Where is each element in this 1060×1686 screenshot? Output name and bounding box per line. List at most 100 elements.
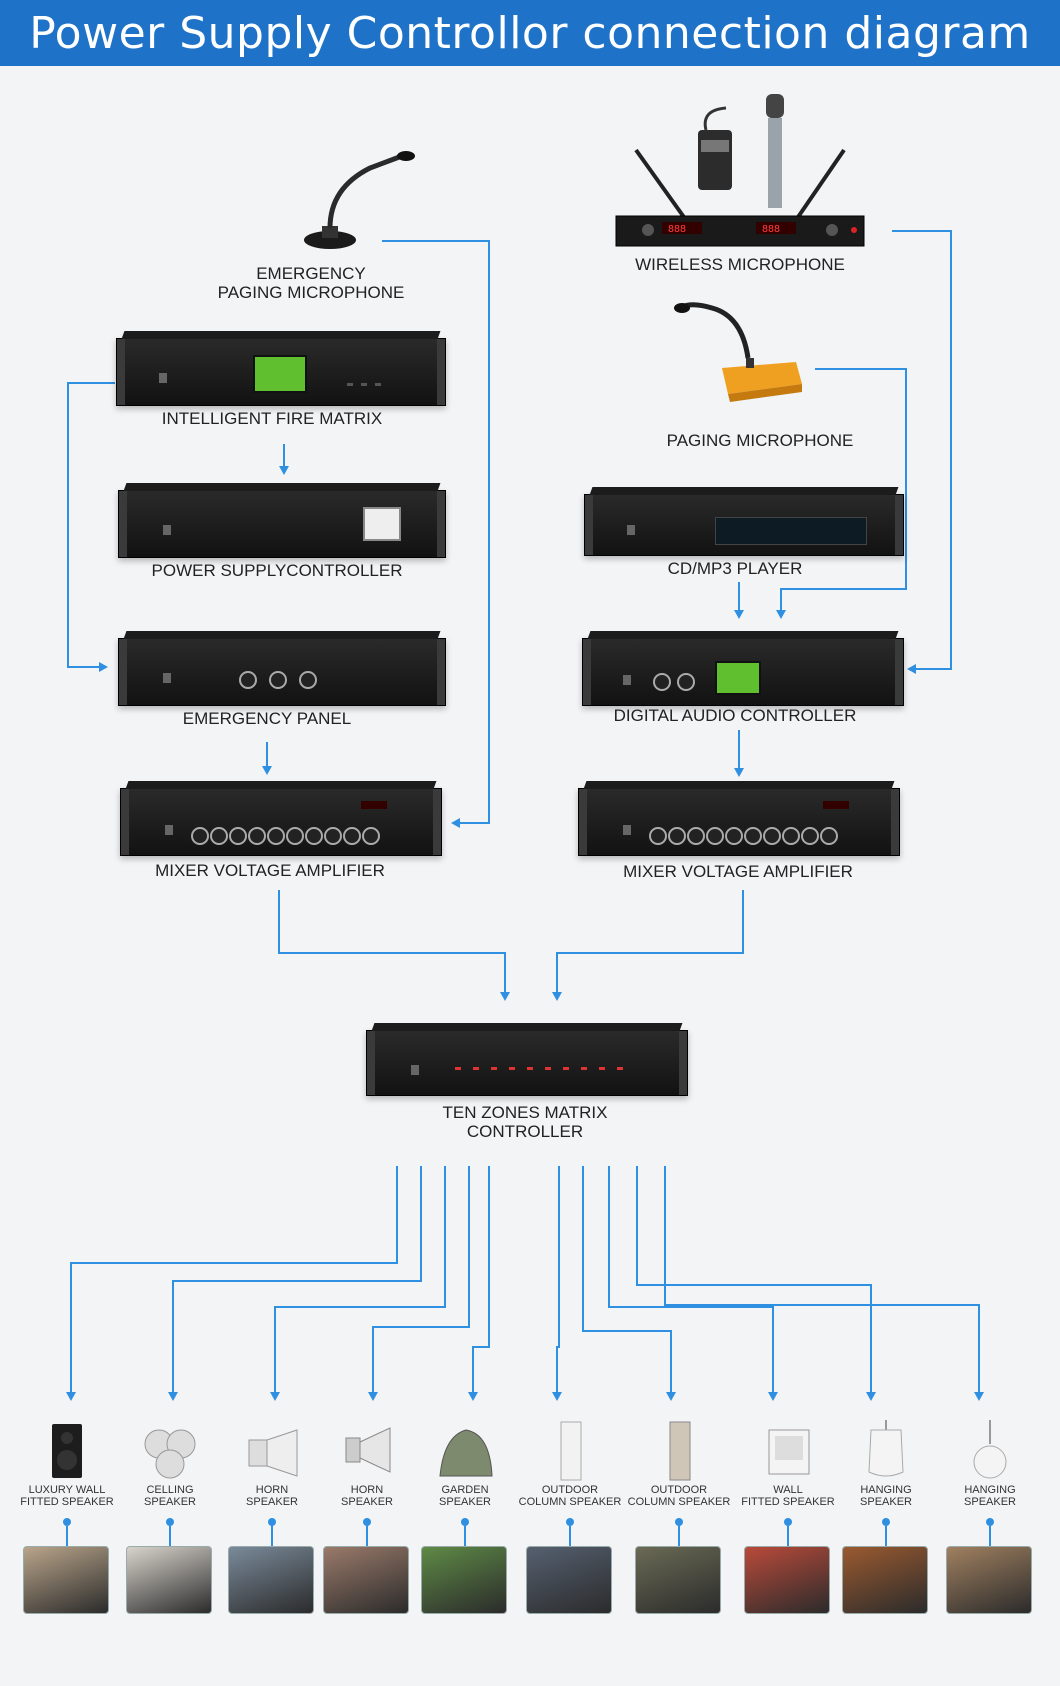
- paging-microphone-icon: [674, 302, 802, 402]
- zone-connector: [172, 1280, 174, 1392]
- cd-mp3-player-device: [584, 487, 904, 556]
- zone-connector: [396, 1166, 398, 1262]
- mixer-voltage-amplifier-left-device: [120, 781, 442, 856]
- arrow: [279, 466, 289, 475]
- power-supply-controller-device: [118, 483, 446, 558]
- zone-led: [509, 1067, 515, 1070]
- arrow: [907, 664, 916, 674]
- installation-photo: [228, 1546, 314, 1614]
- zone-connector: [636, 1284, 872, 1286]
- connector: [278, 952, 506, 954]
- label-digital-audio-controller: DIGITAL AUDIO CONTROLLER: [613, 706, 857, 725]
- knob: [305, 827, 323, 845]
- connector: [67, 666, 99, 668]
- connector-dot: [882, 1518, 890, 1526]
- knob: [782, 827, 800, 845]
- gooseneck-microphone-icon: [304, 151, 415, 249]
- hanging-speaker-icon: [973, 1420, 1007, 1479]
- intelligent-fire-matrix-device: [116, 331, 446, 406]
- zone-led: [473, 1067, 479, 1070]
- arrow: [168, 1392, 178, 1401]
- arrow: [368, 1392, 378, 1401]
- speaker-label: WALL FITTED SPEAKER: [741, 1484, 835, 1508]
- zone-connector: [172, 1280, 422, 1282]
- label-power-supply-controller: POWER SUPPLYCONTROLLER: [151, 561, 403, 580]
- label-mixer-voltage-amplifier-left: MIXER VOLTAGE AMPLIFIER: [155, 861, 385, 880]
- speaker-label: LUXURY WALL FITTED SPEAKER: [20, 1484, 114, 1508]
- emergency-panel-device: [118, 631, 446, 706]
- connector-dot: [461, 1518, 469, 1526]
- zone-connector: [274, 1306, 446, 1308]
- installation-photo: [323, 1546, 409, 1614]
- zone-connector: [372, 1326, 470, 1328]
- arrow: [734, 768, 744, 777]
- title-banner: Power Supply Controllor connection diagr…: [0, 0, 1060, 66]
- zone-connector: [870, 1284, 872, 1392]
- zone-connector: [472, 1346, 474, 1392]
- speaker-label: HORN SPEAKER: [341, 1484, 393, 1508]
- zone-connector: [420, 1166, 422, 1280]
- connector: [780, 588, 907, 590]
- arrow: [974, 1392, 984, 1401]
- arrow: [666, 1392, 676, 1401]
- connector: [678, 1526, 680, 1546]
- arrow: [66, 1392, 76, 1401]
- zone-connector: [274, 1306, 276, 1392]
- knob: [687, 827, 705, 845]
- zone-connector: [582, 1330, 672, 1332]
- installation-photo: [946, 1546, 1032, 1614]
- zone-connector: [372, 1326, 374, 1392]
- connector: [738, 582, 740, 610]
- knob: [286, 827, 304, 845]
- connector: [989, 1526, 991, 1546]
- zone-connector: [468, 1166, 470, 1326]
- installation-photo: [526, 1546, 612, 1614]
- connector: [382, 240, 490, 242]
- knob: [343, 827, 361, 845]
- arrow: [270, 1392, 280, 1401]
- horn-speaker-icon: [345, 1427, 391, 1473]
- zone-connector: [558, 1166, 560, 1346]
- connector: [504, 952, 506, 992]
- zone-connector: [556, 1346, 558, 1392]
- label-cd-mp3-player: CD/MP3 PLAYER: [667, 559, 803, 578]
- connector: [271, 1526, 273, 1546]
- connector: [556, 952, 558, 992]
- connector-dot: [363, 1518, 371, 1526]
- installation-photo: [842, 1546, 928, 1614]
- label-paging-microphone: PAGING MICROPHONE: [666, 431, 854, 450]
- knob: [324, 827, 342, 845]
- zone-connector: [556, 1346, 560, 1348]
- connector-dot: [63, 1518, 71, 1526]
- zone-led: [617, 1067, 623, 1070]
- speaker-label: CELLING SPEAKER: [144, 1484, 196, 1508]
- zone-connector: [444, 1166, 446, 1306]
- knob: [229, 827, 247, 845]
- arrow: [500, 992, 510, 1001]
- outdoor-column-speaker-icon: [560, 1421, 582, 1481]
- arrow: [262, 766, 272, 775]
- arrow: [768, 1392, 778, 1401]
- knob: [191, 827, 209, 845]
- connector: [885, 1526, 887, 1546]
- connector-dot: [566, 1518, 574, 1526]
- connector: [569, 1526, 571, 1546]
- connector: [780, 588, 782, 610]
- connector: [787, 1526, 789, 1546]
- knob: [706, 827, 724, 845]
- zone-connector: [664, 1166, 666, 1304]
- connector: [278, 890, 280, 954]
- arrow: [866, 1392, 876, 1401]
- arrow: [451, 818, 460, 828]
- installation-photo: [635, 1546, 721, 1614]
- connector: [67, 382, 115, 384]
- zone-connector: [608, 1306, 774, 1308]
- knob: [763, 827, 781, 845]
- installation-photo: [23, 1546, 109, 1614]
- installation-photo: [421, 1546, 507, 1614]
- speaker-label: HANGING SPEAKER: [964, 1484, 1016, 1508]
- connector-dot: [166, 1518, 174, 1526]
- zone-connector: [664, 1304, 980, 1306]
- zone-led: [563, 1067, 569, 1070]
- speaker-label: HORN SPEAKER: [246, 1484, 298, 1508]
